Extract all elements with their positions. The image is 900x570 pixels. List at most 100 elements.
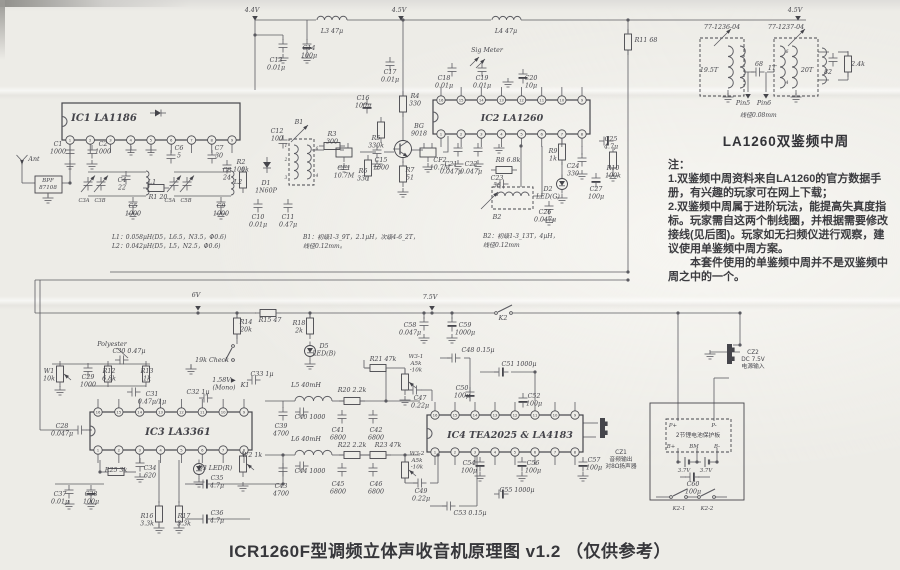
component-label: 4.5V	[391, 7, 408, 14]
ic-pin-number: 15	[459, 97, 464, 102]
ic-pin	[114, 445, 124, 455]
arrow-head	[493, 192, 498, 197]
wire	[533, 146, 543, 197]
ic-pin	[550, 447, 560, 457]
ic-pin-number: 6	[541, 131, 544, 136]
ic-pin-number: 7	[190, 137, 193, 142]
side-panel-line: 册，有兴趣的玩家可在网上下载；	[668, 187, 833, 199]
ic-pin	[197, 407, 207, 417]
inductor	[293, 144, 299, 180]
ic-chip	[89, 411, 253, 451]
resistor	[624, 33, 632, 51]
component-label: 82	[824, 69, 832, 76]
component-label: 4	[315, 173, 319, 178]
ic-pin-number: 9	[231, 137, 234, 142]
cap-plate	[578, 465, 588, 467]
component-label: B+	[666, 444, 675, 450]
junction-dot	[695, 460, 699, 464]
coil-winding-note: B1：初级1-3_9T，2.1μH，次级4-6_2T， 线径0.12mm。	[303, 234, 419, 250]
ic-pin	[186, 135, 197, 145]
ic-pin	[470, 410, 480, 420]
ic-pin-number: 3	[139, 447, 142, 452]
switch-pole	[712, 495, 716, 499]
dashed-box	[665, 418, 732, 453]
component-label: C53 0.15μ	[454, 510, 487, 517]
junction-dot	[281, 453, 285, 457]
ic-pin-number: 14	[137, 409, 142, 414]
component-label: C3B	[94, 198, 105, 204]
down-arrow	[745, 94, 751, 99]
junction-dot	[450, 311, 454, 315]
component-label: R25 3k	[104, 467, 128, 474]
ic-pin	[516, 129, 527, 139]
ic-pin-number: 1	[97, 447, 100, 452]
resistor	[369, 364, 387, 372]
ic-pin-number: 2	[454, 449, 457, 454]
ic-notch	[426, 428, 433, 439]
junction-dot	[533, 370, 537, 374]
ic-name: IC3 LA3361	[144, 427, 211, 438]
component-label: 77-1236-04	[704, 24, 740, 31]
cap-plate	[693, 472, 695, 482]
resistor	[343, 451, 361, 459]
component-label: B1	[294, 119, 304, 126]
arrow-head	[189, 175, 194, 181]
component-label: C48 0.15μ	[462, 347, 495, 354]
junction-dot	[430, 311, 434, 315]
ic-pin-number: 12	[519, 97, 524, 102]
ic-pin-number: 8	[243, 447, 246, 452]
down-arrow	[429, 306, 435, 311]
component-label: L1	[147, 179, 156, 186]
component-label: C32 1μ	[187, 389, 210, 396]
component-label: R8 6.8k	[495, 157, 521, 164]
ic-pin-number: 2	[460, 131, 463, 136]
cap-plate	[475, 465, 485, 467]
component-label: 3	[285, 175, 288, 180]
junction-dot	[436, 453, 440, 457]
ic-pin-number: 10	[559, 97, 564, 102]
component-label: D3 LED(R)	[197, 465, 233, 472]
component-label: P+	[668, 423, 677, 429]
ic-pin	[197, 445, 207, 455]
jack-contact	[605, 430, 608, 435]
ic-pin-number: 16	[433, 412, 438, 417]
component-label: K2-1	[672, 506, 686, 512]
ic-pin-number: 6	[534, 449, 537, 454]
component-label: R20 2.2k	[337, 387, 367, 394]
ic-pin	[510, 410, 520, 420]
ic-pin	[516, 95, 527, 105]
ic-pin-number: 13	[158, 409, 163, 414]
potentiometer	[401, 373, 409, 391]
ic-pin	[530, 410, 540, 420]
solid-box	[649, 402, 745, 501]
ic-pin-number: 1	[434, 449, 437, 454]
arrow-head	[409, 382, 414, 387]
side-panel-heading: LA1260双鉴频中周	[722, 134, 850, 149]
led-triangle	[196, 466, 202, 471]
cap-plate	[517, 465, 527, 467]
inductor	[294, 395, 333, 402]
junction-dot	[235, 311, 239, 315]
ic-pin-number: 14	[479, 97, 484, 102]
component-label: 3.7V	[700, 468, 714, 474]
inductor	[739, 45, 746, 89]
switch-pole	[494, 311, 498, 315]
component-label: W2 1k	[242, 452, 262, 459]
